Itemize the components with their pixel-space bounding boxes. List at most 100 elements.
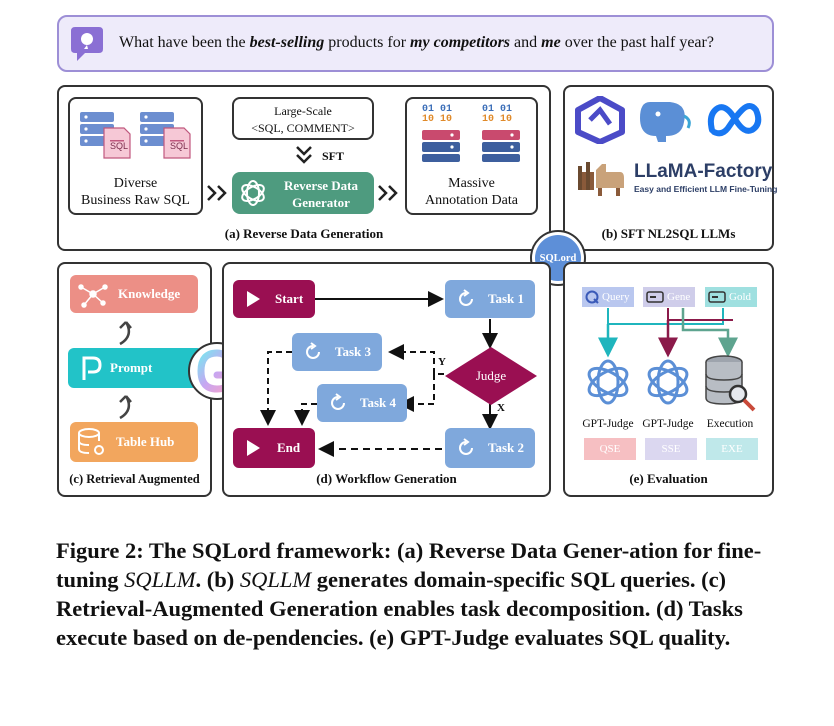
refresh-icon (459, 438, 473, 455)
qse-label: QSE (599, 443, 621, 455)
caption-segment: generates domain-specific SQL queries. (… (56, 567, 743, 650)
right-arrows-icon (207, 185, 227, 201)
workflow-arrows (260, 291, 498, 457)
sql-tag: SQL (110, 141, 129, 151)
openai-icon (241, 180, 265, 206)
panel-e-caption: (e) Evaluation (629, 471, 708, 486)
start-node: Start (233, 280, 315, 318)
query-label: Query (602, 291, 630, 303)
question-segment: and (510, 34, 542, 51)
query-chip: Query (582, 287, 634, 307)
caption-segment: SQLLM (124, 567, 196, 592)
task-3-label: Task 3 (334, 344, 372, 359)
qwen-logo-icon (575, 96, 625, 144)
database-sql-icon (80, 112, 191, 159)
annotation-label-2: Annotation Data (425, 193, 518, 208)
task-2-label: Task 2 (487, 440, 525, 455)
up-arrow-icon (119, 395, 132, 420)
task-1-node: Task 1 (445, 280, 535, 318)
llama-factory-subtitle: Easy and Efficient LLM Fine-Tuning (634, 184, 778, 194)
play-icon (247, 440, 260, 456)
refresh-icon (306, 342, 320, 359)
generator-label-2: Generator (292, 195, 350, 210)
binary-text: 10 10 (482, 114, 513, 125)
end-node: End (233, 428, 315, 468)
large-scale-box (232, 97, 374, 140)
task-1-label: Task 1 (487, 291, 525, 306)
sse-label: SSE (661, 443, 681, 455)
sse-badge: SSE (645, 438, 697, 460)
exe-label: EXE (721, 443, 743, 455)
table-hub-label: Table Hub (116, 434, 175, 449)
caption-segment: . (b) (195, 567, 240, 592)
execution-label: Execution (706, 418, 754, 430)
end-label: End (277, 440, 301, 455)
gene-chip: Gene (643, 287, 695, 307)
prompt-chip: Prompt (68, 348, 203, 388)
prompt-p-icon (82, 356, 102, 380)
knowledge-label: Knowledge (118, 286, 181, 301)
chat-bubble-icon (71, 27, 103, 61)
meta-logo-icon (707, 103, 762, 137)
up-arrow-icon (119, 321, 132, 346)
task-3-node: Task 3 (292, 333, 382, 371)
question-segment: products for (324, 34, 411, 51)
panel-c-caption: (c) Retrieval Augmented (69, 472, 200, 486)
gpt-judge-label-1: GPT-Judge (582, 418, 634, 430)
database-search-icon (705, 355, 756, 412)
task-2-node: Task 2 (445, 428, 535, 468)
judge-label: Judge (475, 368, 507, 383)
judge-diamond (445, 347, 537, 405)
sft-label: SFT (322, 149, 345, 163)
question-segment: my competitors (410, 34, 511, 51)
sql-tag: SQL (170, 141, 189, 151)
panel-a-caption: (a) Reverse Data Generation (224, 226, 384, 241)
panel-b-caption: (b) SFT NL2SQL LLMs (601, 226, 736, 241)
sql-file-icon (708, 291, 726, 303)
sft-down-arrows-icon (296, 146, 312, 164)
query-q-icon (585, 290, 599, 304)
binary-text: 01 01 (422, 104, 453, 115)
openai-icon (647, 359, 689, 405)
server-binary-icon (422, 130, 520, 162)
binary-text: 10 10 (422, 114, 453, 125)
annotation-label-1: Massive (448, 176, 495, 191)
start-label: Start (275, 291, 304, 306)
llama-factory-title: LLaMA-Factory (634, 161, 773, 182)
evaluation-arrows (598, 308, 738, 358)
table-hub-chip: Table Hub (70, 422, 198, 462)
knowledge-graph-icon (78, 284, 108, 308)
llama-icon (578, 162, 624, 196)
question-segment: over the past half year? (560, 34, 714, 51)
question-text: What have been the best-selling products… (119, 34, 714, 52)
gold-chip: Gold (705, 287, 757, 307)
right-arrows-icon (378, 185, 398, 201)
large-scale-label-2: <SQL, COMMENT> (251, 121, 355, 135)
qse-badge: QSE (584, 438, 636, 460)
task-4-label: Task 4 (359, 395, 397, 410)
prompt-label: Prompt (110, 360, 153, 375)
sqlord-badge-label: SQLord (539, 252, 577, 264)
question-segment: What have been the (119, 34, 250, 51)
yes-label: Y (438, 356, 446, 368)
gene-label: Gene (667, 291, 691, 303)
raw-sql-label-2: Business Raw SQL (81, 193, 190, 208)
sql-file-icon (646, 291, 664, 303)
caption-segment: SQLLM (239, 567, 312, 592)
gpt-judge-label-2: GPT-Judge (642, 418, 694, 430)
question-segment: me (541, 34, 561, 51)
large-scale-label-1: Large-Scale (274, 104, 332, 118)
question-segment: best-selling (249, 34, 325, 51)
reverse-data-generator-box (232, 172, 374, 214)
elephant-logo-icon (640, 102, 691, 142)
refresh-icon (459, 289, 473, 306)
raw-sql-label-1: Diverse (113, 176, 158, 191)
question-bar: What have been the best-selling products… (57, 15, 774, 72)
no-label: X (497, 402, 505, 414)
generator-label-1: Reverse Data (284, 178, 358, 193)
gold-label: Gold (729, 291, 751, 303)
openai-icon (587, 359, 629, 405)
refresh-icon (331, 393, 345, 410)
binary-text: 01 01 (482, 104, 513, 115)
exe-badge: EXE (706, 438, 758, 460)
